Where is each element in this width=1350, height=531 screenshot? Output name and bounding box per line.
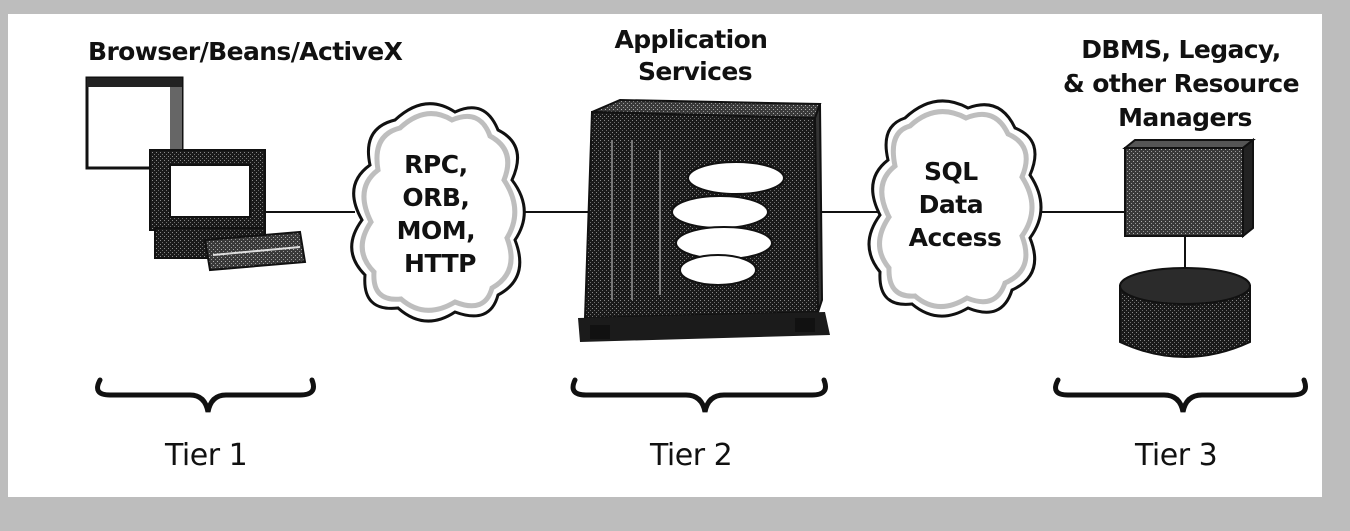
- tier1-label: Tier 1: [164, 438, 247, 473]
- tier2-brace: [570, 377, 828, 413]
- tier1-brace: [95, 377, 316, 413]
- cloud1-line-2: ORB,: [402, 183, 469, 212]
- server-tower-icon: [578, 98, 830, 342]
- tier3-heading-line-3: Managers: [1118, 103, 1252, 132]
- tier3-brace: [1053, 377, 1308, 413]
- tier2-heading-line-2: Services: [638, 57, 752, 86]
- sql-access-cloud-text: SQL Data Access: [909, 157, 1002, 252]
- cloud1-line-4: HTTP: [404, 249, 476, 278]
- tier3-heading: DBMS, Legacy, & other Resource Managers: [1063, 35, 1307, 132]
- tier2-label: Tier 2: [649, 438, 732, 473]
- desktop-computer-icon: [85, 76, 307, 272]
- cloud2-line-1: SQL: [924, 157, 978, 186]
- tier3-label: Tier 3: [1134, 438, 1217, 473]
- tier1-heading: Browser/Beans/ActiveX: [88, 37, 403, 66]
- protocols-cloud: [350, 102, 526, 323]
- cloud2-line-3: Access: [909, 223, 1002, 252]
- tier2-heading-line-1: Application: [615, 25, 768, 54]
- cloud1-line-1: RPC,: [404, 150, 467, 179]
- tier2-heading: Application Services: [615, 25, 776, 86]
- tier3-heading-line-2: & other Resource: [1063, 69, 1299, 98]
- tier3-heading-line-1: DBMS, Legacy,: [1081, 35, 1280, 64]
- cloud1-line-3: MOM,: [397, 216, 476, 245]
- protocols-cloud-text: RPC, ORB, MOM, HTTP: [397, 150, 484, 278]
- database-icon: [1119, 137, 1256, 358]
- sql-access-cloud: [867, 99, 1043, 318]
- cloud2-line-2: Data: [919, 190, 983, 219]
